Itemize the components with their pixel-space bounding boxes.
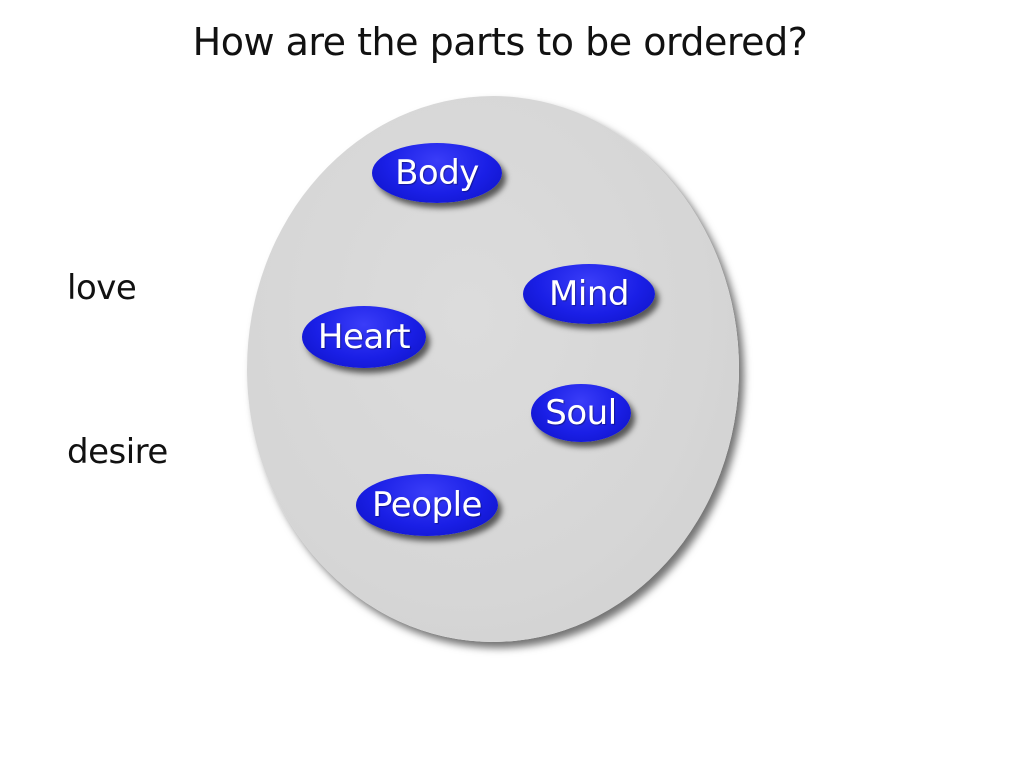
- part-mind-label: Mind: [549, 274, 629, 314]
- part-soul[interactable]: Soul: [531, 384, 631, 442]
- label-desire: desire: [67, 432, 168, 472]
- slide-title: How are the parts to be ordered?: [192, 20, 808, 64]
- part-heart-label: Heart: [317, 317, 411, 357]
- part-people[interactable]: People: [356, 474, 498, 536]
- part-soul-label: Soul: [545, 393, 617, 433]
- part-body-label: Body: [395, 153, 479, 193]
- part-mind[interactable]: Mind: [523, 264, 655, 324]
- part-heart[interactable]: Heart: [302, 306, 426, 368]
- label-love: love: [67, 268, 137, 308]
- part-people-label: People: [372, 485, 482, 525]
- part-body[interactable]: Body: [372, 143, 502, 203]
